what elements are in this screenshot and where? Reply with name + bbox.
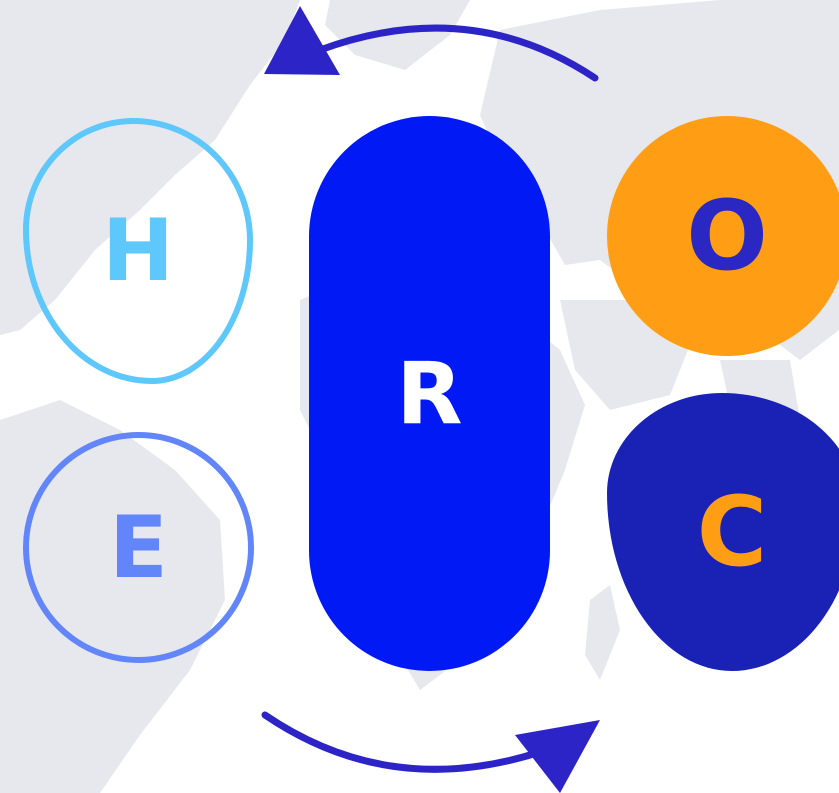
letter-r: R <box>396 343 463 444</box>
bottom-arrow-icon <box>261 711 600 793</box>
r-capsule: R <box>309 116 550 671</box>
top-arrow-icon <box>264 6 599 82</box>
map-landmass-greenland <box>325 0 470 70</box>
o-circle: O <box>607 116 839 356</box>
map-landmass-madagascar <box>585 585 620 680</box>
letter-h: H <box>102 201 174 301</box>
letter-c: C <box>696 476 768 588</box>
e-circle: E <box>23 432 254 663</box>
letter-o: O <box>686 180 768 292</box>
h-blob: H <box>23 118 253 384</box>
letter-e: E <box>109 497 168 598</box>
